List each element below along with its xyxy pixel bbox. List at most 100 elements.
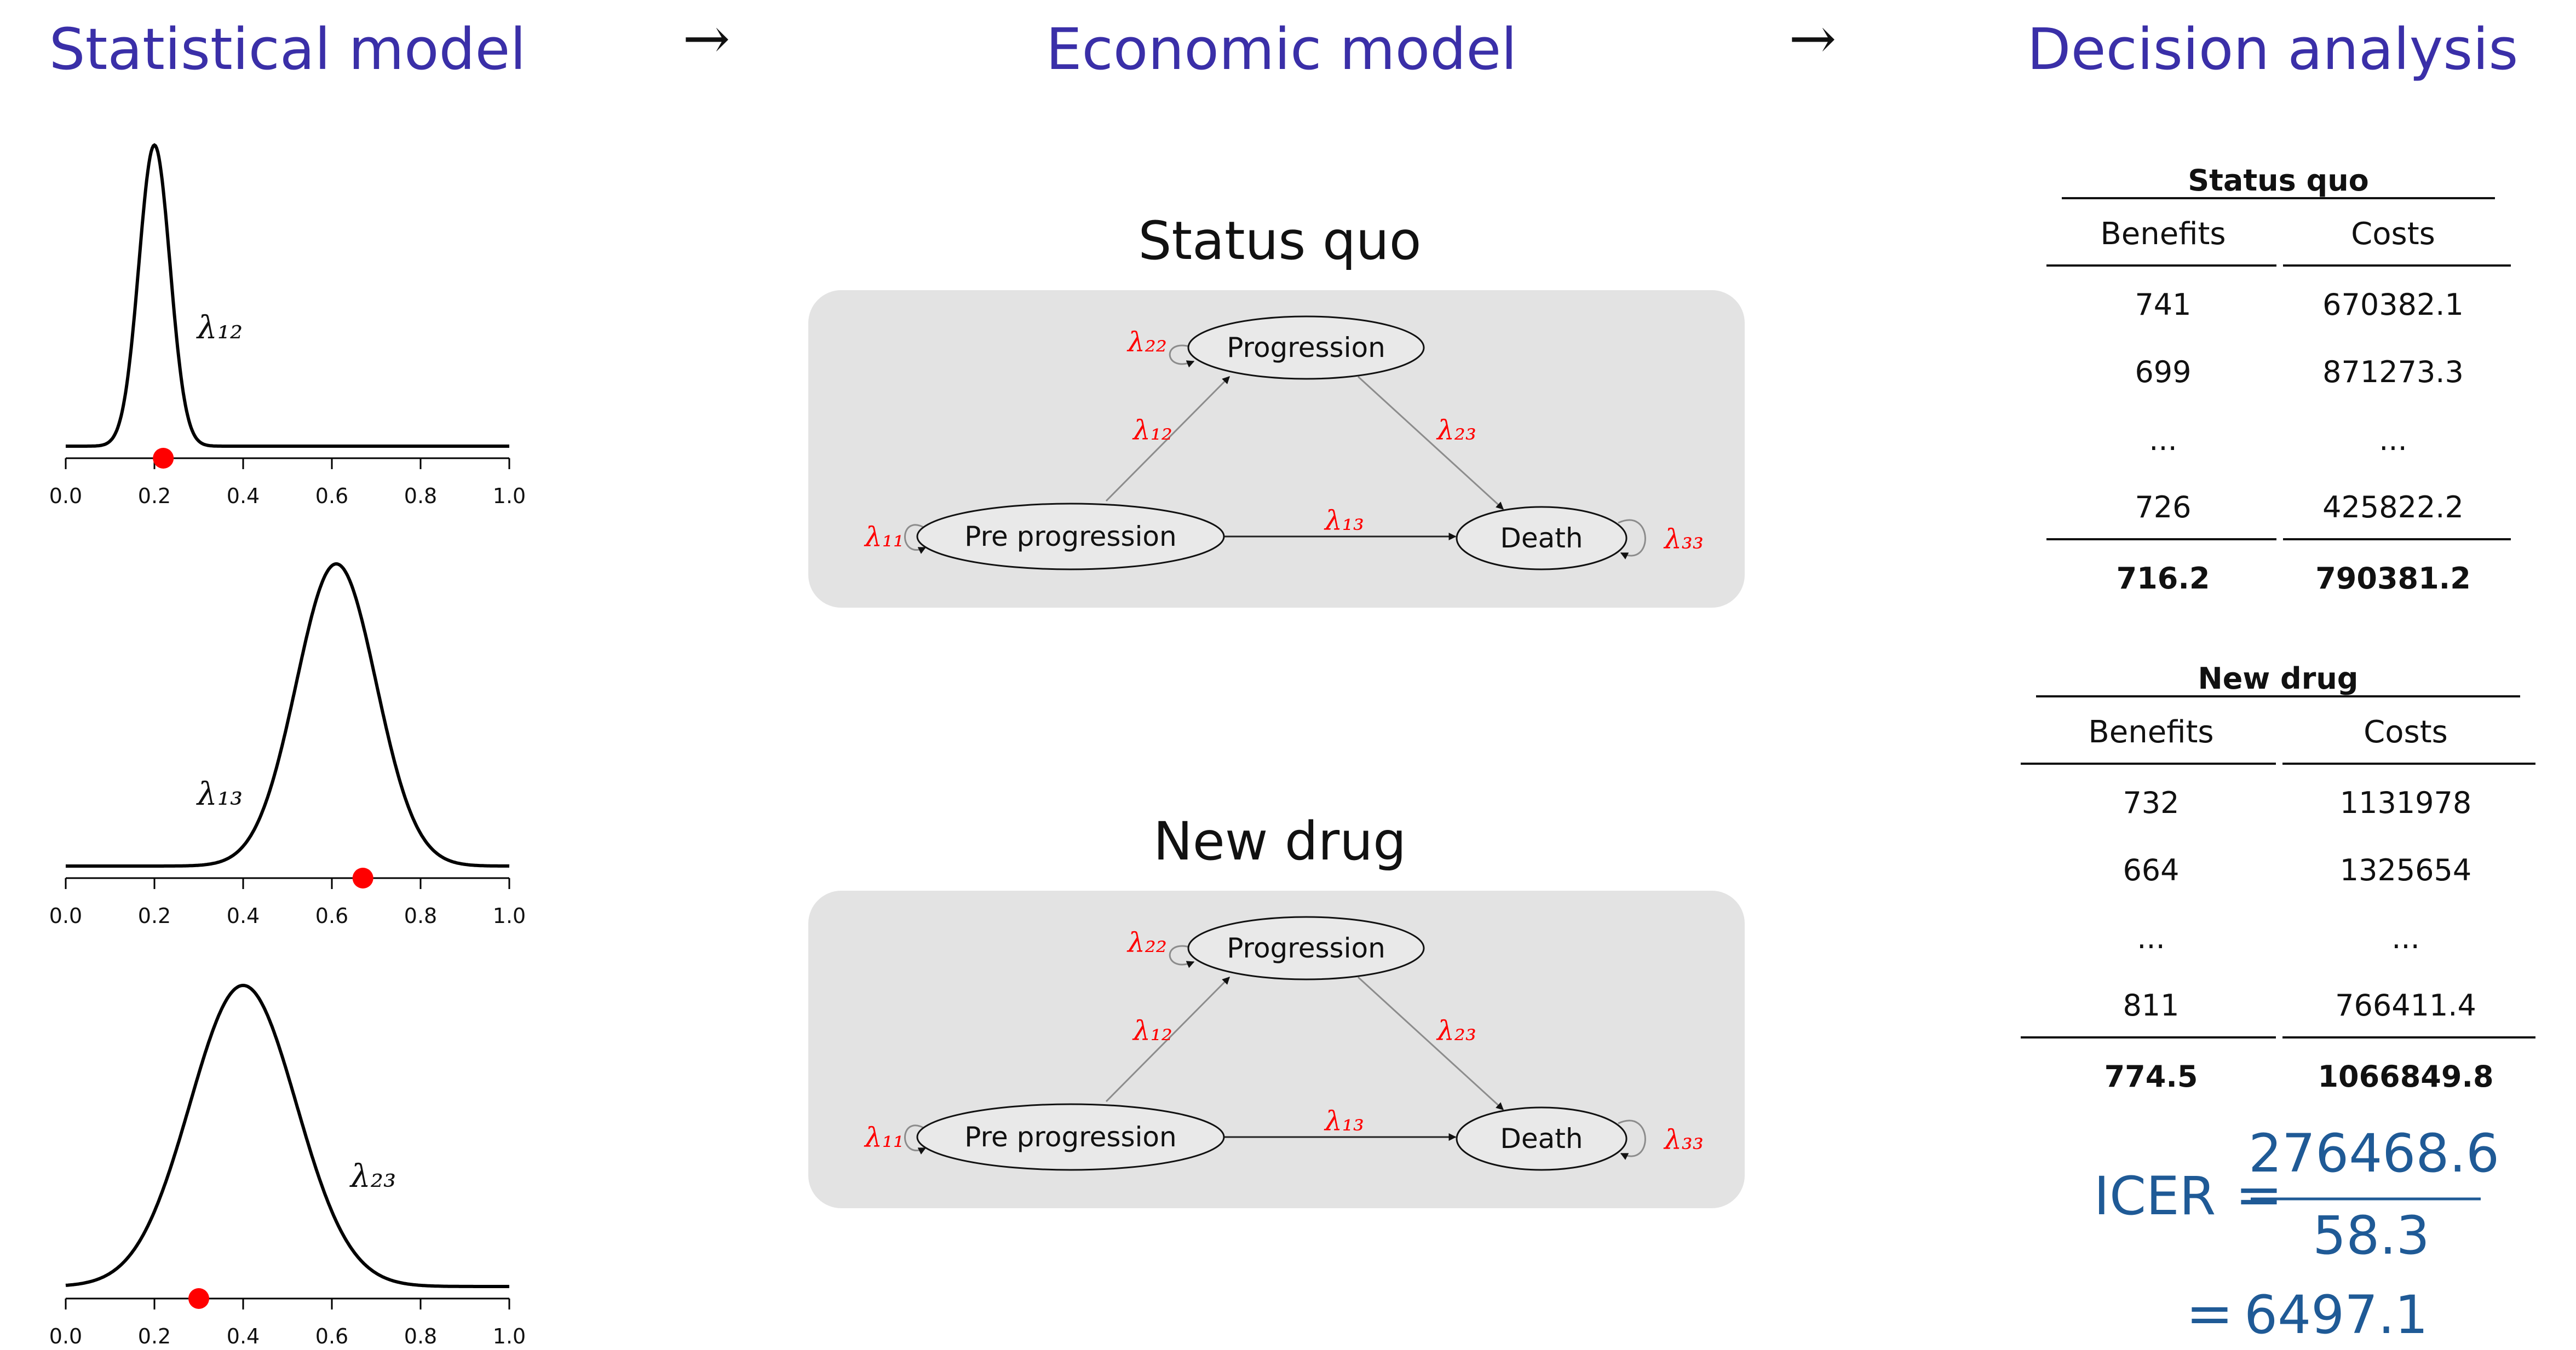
table-cell: 726 bbox=[2135, 490, 2191, 524]
x-tick-label: 0.4 bbox=[227, 1324, 260, 1348]
table-total: 716.2 bbox=[2117, 561, 2210, 596]
table-header: Benefits bbox=[2088, 714, 2213, 750]
self-loop-death bbox=[1618, 1120, 1646, 1160]
icer-label: ICER bbox=[2094, 1166, 2216, 1227]
parameter-label: λ₁₂ bbox=[196, 309, 243, 346]
table-title: Status quo bbox=[2188, 163, 2369, 198]
transition-label-l22: λ₂₂ bbox=[1126, 326, 1167, 358]
table-cell: ... bbox=[2137, 921, 2165, 955]
x-tick-label: 0.2 bbox=[138, 484, 171, 508]
state-label: Death bbox=[1500, 522, 1583, 554]
state-progression bbox=[1187, 916, 1425, 980]
x-tick-label: 0.2 bbox=[138, 1324, 171, 1348]
transition-label-l11: λ₁₁ bbox=[864, 521, 904, 553]
parameter-label: λ₁₃ bbox=[196, 775, 243, 812]
x-tick-label: 0.6 bbox=[315, 904, 348, 928]
x-tick-label: 0.2 bbox=[138, 904, 171, 928]
table-cell: 664 bbox=[2123, 853, 2179, 887]
table-cell: 741 bbox=[2135, 287, 2191, 322]
state-progression bbox=[1187, 315, 1425, 380]
transition-label-l13: λ₁₃ bbox=[1324, 505, 1364, 536]
state-label: Pre progression bbox=[964, 1121, 1176, 1153]
table-cell: 871273.3 bbox=[2322, 355, 2464, 389]
self-loop-pre bbox=[904, 1124, 927, 1155]
x-tick-label: 1.0 bbox=[493, 1324, 526, 1348]
transition-label-l23: λ₂₃ bbox=[1436, 414, 1476, 446]
state-label: Death bbox=[1500, 1123, 1583, 1155]
table-title: New drug bbox=[2198, 661, 2359, 696]
table-cell: 1131978 bbox=[2340, 786, 2472, 820]
heading-arrow-2: → bbox=[1789, 5, 1836, 72]
heading-arrow-1: → bbox=[682, 5, 730, 72]
heading-decision-analysis: Decision analysis bbox=[2027, 16, 2519, 83]
density-curve bbox=[66, 143, 509, 448]
heading-statistical-model: Statistical model bbox=[49, 16, 526, 83]
x-tick-label: 0.8 bbox=[404, 904, 437, 928]
sample-point bbox=[188, 1288, 209, 1309]
table-header: Benefits bbox=[2100, 216, 2226, 252]
x-tick-label: 0.6 bbox=[315, 484, 348, 508]
model-title: Status quo bbox=[1138, 210, 1422, 272]
state-pre-progression bbox=[916, 1103, 1225, 1171]
x-tick-label: 0.4 bbox=[227, 904, 260, 928]
icer-result: 6497.1 bbox=[2244, 1284, 2428, 1346]
x-tick-label: 0.8 bbox=[404, 484, 437, 508]
edge-progression-to-death bbox=[1357, 376, 1504, 510]
x-tick-label: 0.8 bbox=[404, 1324, 437, 1348]
icer-result-equals: = bbox=[2186, 1280, 2233, 1347]
table-cell: ... bbox=[2379, 423, 2407, 457]
state-pre-progression bbox=[916, 503, 1225, 570]
density-curve bbox=[65, 983, 509, 1288]
transition-label-l13: λ₁₃ bbox=[1324, 1105, 1364, 1137]
x-tick-label: 1.0 bbox=[493, 484, 526, 508]
table-cell: 732 bbox=[2123, 786, 2179, 820]
x-tick-label: 0.0 bbox=[49, 484, 82, 508]
table-cell: 670382.1 bbox=[2322, 287, 2464, 322]
icer-equals: = bbox=[2235, 1161, 2282, 1228]
table-cell: 425822.2 bbox=[2322, 490, 2464, 524]
model-title: New drug bbox=[1153, 811, 1406, 872]
self-loop-progression bbox=[1169, 945, 1200, 968]
icer-denominator: 58.3 bbox=[2313, 1205, 2430, 1266]
state-label: Progression bbox=[1227, 332, 1385, 364]
parameter-label: λ₂₃ bbox=[349, 1157, 396, 1195]
sample-point bbox=[352, 868, 373, 889]
state-label: Pre progression bbox=[964, 521, 1176, 552]
state-label: Progression bbox=[1227, 932, 1385, 964]
sample-point bbox=[153, 448, 174, 469]
self-loop-death bbox=[1618, 519, 1646, 559]
transition-label-l23: λ₂₃ bbox=[1436, 1015, 1476, 1047]
icer-formula: ICER = 276468.6 58.3 = 6497.1 bbox=[2094, 1123, 2499, 1347]
self-loop-progression bbox=[1169, 344, 1200, 368]
x-tick-label: 1.0 bbox=[493, 904, 526, 928]
x-tick-label: 0.6 bbox=[315, 1324, 348, 1348]
density-curve bbox=[66, 562, 510, 868]
table-cell: 699 bbox=[2135, 355, 2191, 389]
table-header: Costs bbox=[2364, 714, 2448, 750]
state-death bbox=[1456, 506, 1628, 570]
transition-label-l12: λ₁₂ bbox=[1132, 414, 1172, 446]
table-cell: 811 bbox=[2123, 988, 2179, 1023]
transition-label-l12: λ₁₂ bbox=[1132, 1015, 1172, 1047]
heading-economic-model: Economic model bbox=[1046, 16, 1517, 83]
table-cell: 1325654 bbox=[2340, 853, 2472, 887]
density-plots: 0.0 0.2 0.4 0.6 0.8 1.0 λ₁₂ 0.0 0.2 0.4 0.6 0.8 1.0 λ… bbox=[49, 143, 526, 1348]
edge-pre-to-progression bbox=[1105, 976, 1231, 1103]
self-loop-pre bbox=[904, 524, 927, 554]
state-death bbox=[1456, 1106, 1628, 1171]
x-tick-label: 0.0 bbox=[49, 904, 82, 928]
table-total: 774.5 bbox=[2104, 1059, 2198, 1094]
table-cell: ... bbox=[2391, 921, 2420, 955]
table-cell: ... bbox=[2149, 423, 2177, 457]
x-tick-label: 0.0 bbox=[49, 1324, 82, 1348]
transition-label-l33: λ₃₃ bbox=[1663, 523, 1704, 555]
density-plot-2: 0.0 0.2 0.4 0.6 0.8 1.0 λ₁₃ bbox=[49, 562, 526, 928]
transition-label-l11: λ₁₁ bbox=[864, 1122, 904, 1153]
